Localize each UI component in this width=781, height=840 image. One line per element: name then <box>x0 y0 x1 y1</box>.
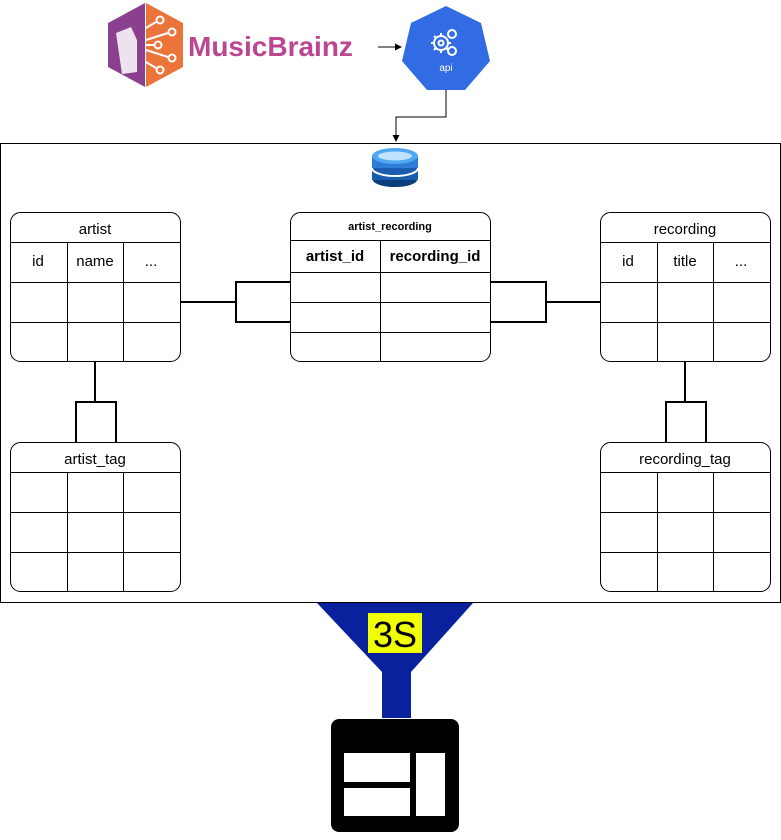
table-artist-tag: artist_tag <box>10 442 181 592</box>
arrow-logo-to-api <box>378 43 402 51</box>
artist-recording-col-recording-id: recording_id <box>390 248 481 265</box>
connector-api-to-database <box>392 90 447 142</box>
musicbrainz-logo-icon <box>108 3 183 87</box>
relation-artist-to-artist-recording <box>180 281 290 323</box>
musicbrainz-logo: MusicBrainz <box>108 3 353 87</box>
recording-col-id: id <box>622 253 634 270</box>
funnel-icon: 3S <box>317 603 473 718</box>
recording-col-more: ... <box>735 253 748 270</box>
table-recording-tag: recording_tag <box>600 442 771 592</box>
artist-recording-table-title: artist_recording <box>348 221 432 233</box>
table-recording: recording id title ... <box>600 212 771 362</box>
funnel-label: 3S <box>373 614 417 655</box>
artist-table-title: artist <box>79 221 112 238</box>
database-icon <box>371 148 419 189</box>
artist-col-name: name <box>76 253 114 270</box>
artist-tag-table-title: artist_tag <box>64 451 126 468</box>
relation-artist-to-artist-tag <box>75 362 117 442</box>
api-label: api <box>439 63 452 74</box>
relation-recording-to-artist-recording <box>490 281 600 323</box>
recording-col-title: title <box>673 253 696 270</box>
musicbrainz-logo-text: MusicBrainz <box>188 31 353 62</box>
kubernetes-api-icon: api <box>402 6 490 90</box>
relation-recording-to-recording-tag <box>665 362 707 442</box>
table-artist-recording: artist_recording artist_id recording_id <box>290 212 491 362</box>
artist-col-id: id <box>32 253 44 270</box>
artist-col-more: ... <box>145 253 158 270</box>
funnel-badge <box>368 613 422 653</box>
recording-tag-table-title: recording_tag <box>639 451 731 468</box>
table-artist: artist id name ... <box>10 212 181 362</box>
recording-table-title: recording <box>654 221 717 238</box>
artist-recording-col-artist-id: artist_id <box>306 248 364 265</box>
table-layout-icon <box>331 719 459 832</box>
